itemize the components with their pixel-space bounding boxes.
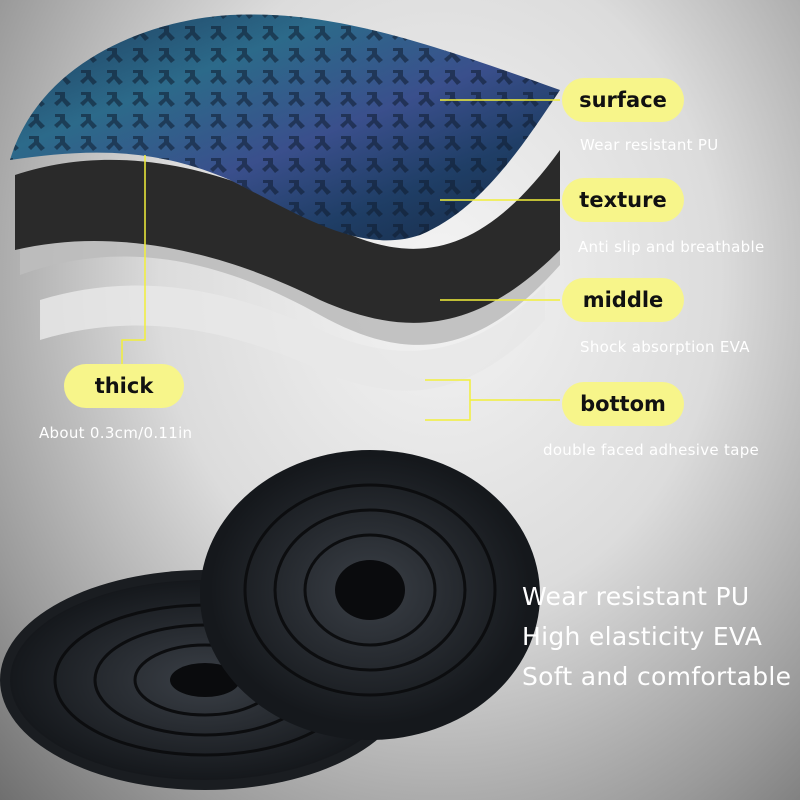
surface-description: Wear resistant PU	[580, 136, 719, 154]
surface-label: surface	[562, 78, 684, 122]
bottom-description: double faced adhesive tape	[543, 441, 760, 459]
middle-label: middle	[562, 278, 684, 322]
bottom-layer	[40, 285, 545, 391]
feature-2: High elasticity EVA	[522, 622, 763, 651]
texture-description: Anti slip and breathable	[578, 238, 765, 256]
middle-description: Shock absorption EVA	[580, 338, 750, 356]
texture-layer	[15, 150, 560, 323]
thick-label: thick	[64, 364, 184, 408]
bottom-label: bottom	[562, 382, 684, 426]
texture-label: texture	[562, 178, 684, 222]
tape-roll-right	[200, 450, 540, 740]
feature-1: Wear resistant PU	[522, 582, 750, 611]
thick-description: About 0.3cm/0.11in	[39, 424, 193, 442]
feature-3: Soft and comfortable	[522, 662, 792, 691]
